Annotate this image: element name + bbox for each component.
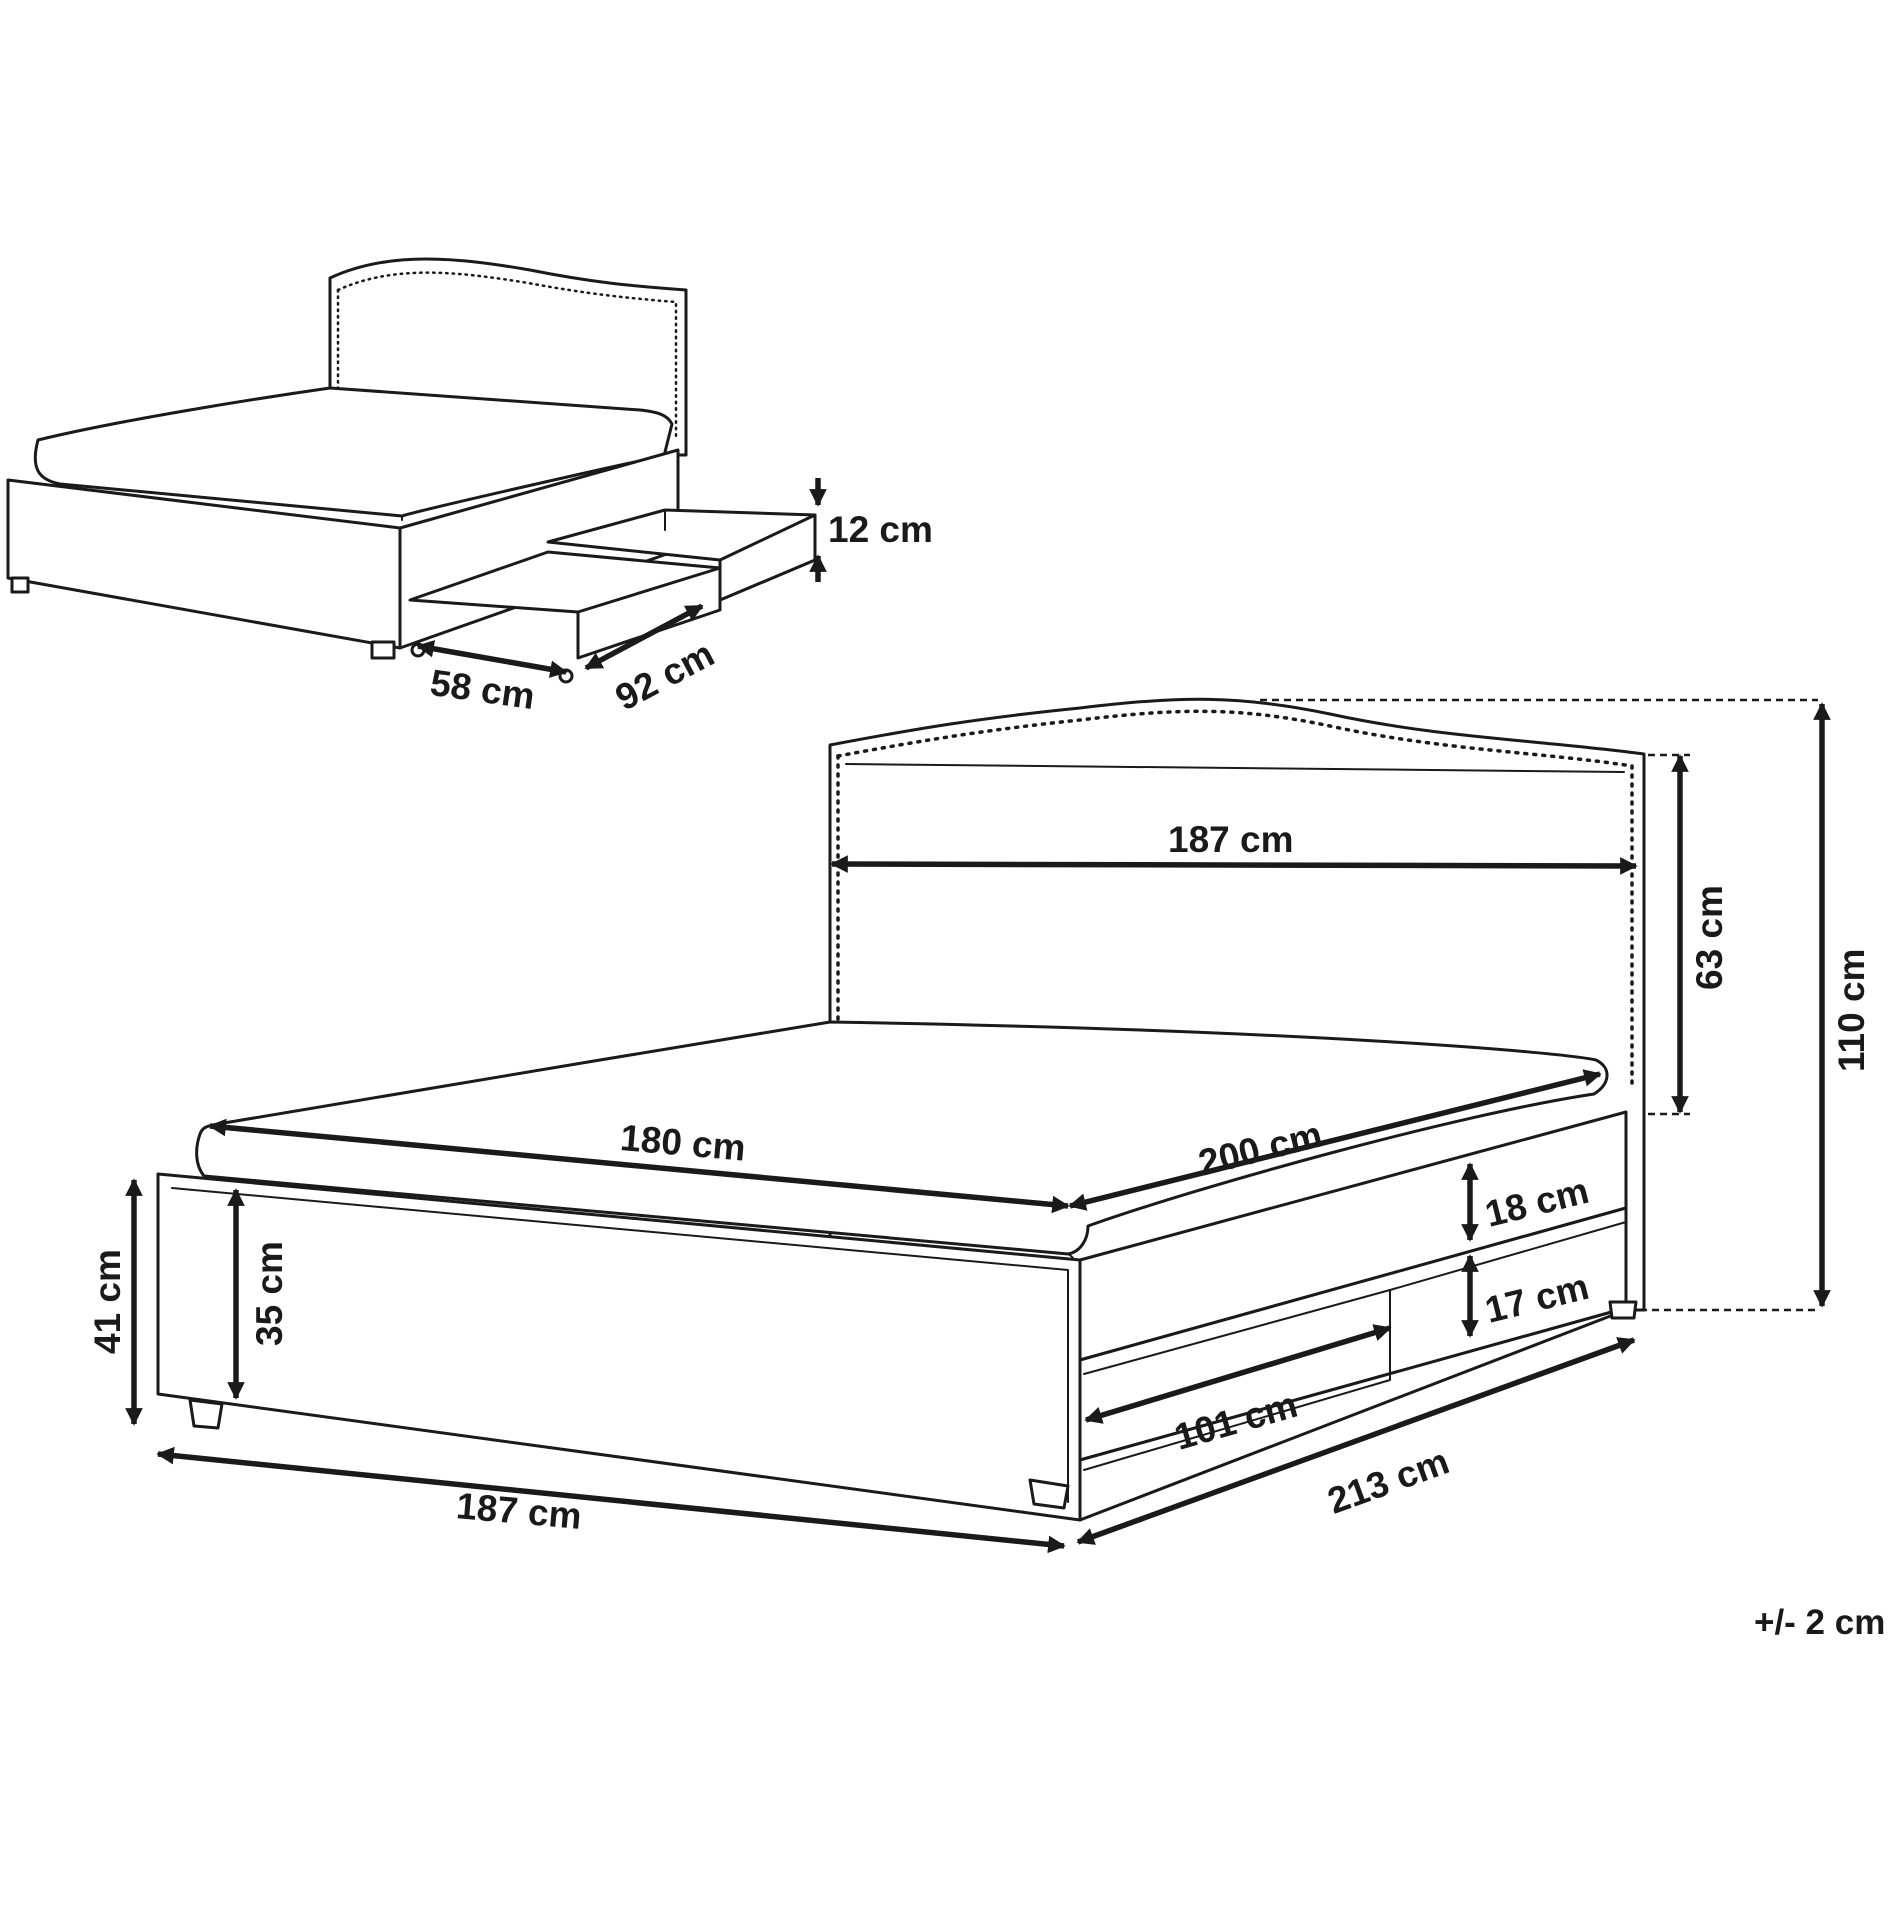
foot-front: [1028, 1478, 1070, 1510]
headboard-height-label: 63 cm: [1689, 885, 1730, 990]
front-height-label: 41 cm: [87, 1249, 128, 1354]
drawer-height-label: 12 cm: [828, 509, 933, 550]
drawer-depth-label: 58 cm: [428, 662, 538, 717]
main-dimension-labels: 187 cm 63 cm 110 cm 180 cm 200 cm 18 cm …: [87, 819, 1885, 1642]
overall-width-arrow: [156, 1446, 1066, 1554]
headboard-width-arrow: [830, 855, 1638, 875]
foot-back: [1608, 1300, 1638, 1320]
small-dimensions: 12 cm 58 cm 92 cm: [416, 478, 933, 718]
overall-length-arrow: [1076, 1337, 1636, 1545]
mattress-width-arrow: [208, 1118, 1070, 1214]
headboard-width-label: 187 cm: [1168, 819, 1294, 860]
main-dimension-arrows: [125, 702, 1831, 1554]
small-bed-drawing: [6, 257, 817, 684]
total-height-label: 110 cm: [1831, 949, 1872, 1072]
reference-lines: [1260, 698, 1818, 1312]
overall-length-label: 213 cm: [1322, 1440, 1454, 1521]
foot-left: [188, 1398, 224, 1430]
mattress-length-arrow: [1068, 1069, 1602, 1211]
tolerance-note: +/- 2 cm: [1754, 1603, 1885, 1642]
footboard-height-label: 35 cm: [249, 1241, 290, 1346]
main-bed-drawing: [156, 697, 1646, 1522]
